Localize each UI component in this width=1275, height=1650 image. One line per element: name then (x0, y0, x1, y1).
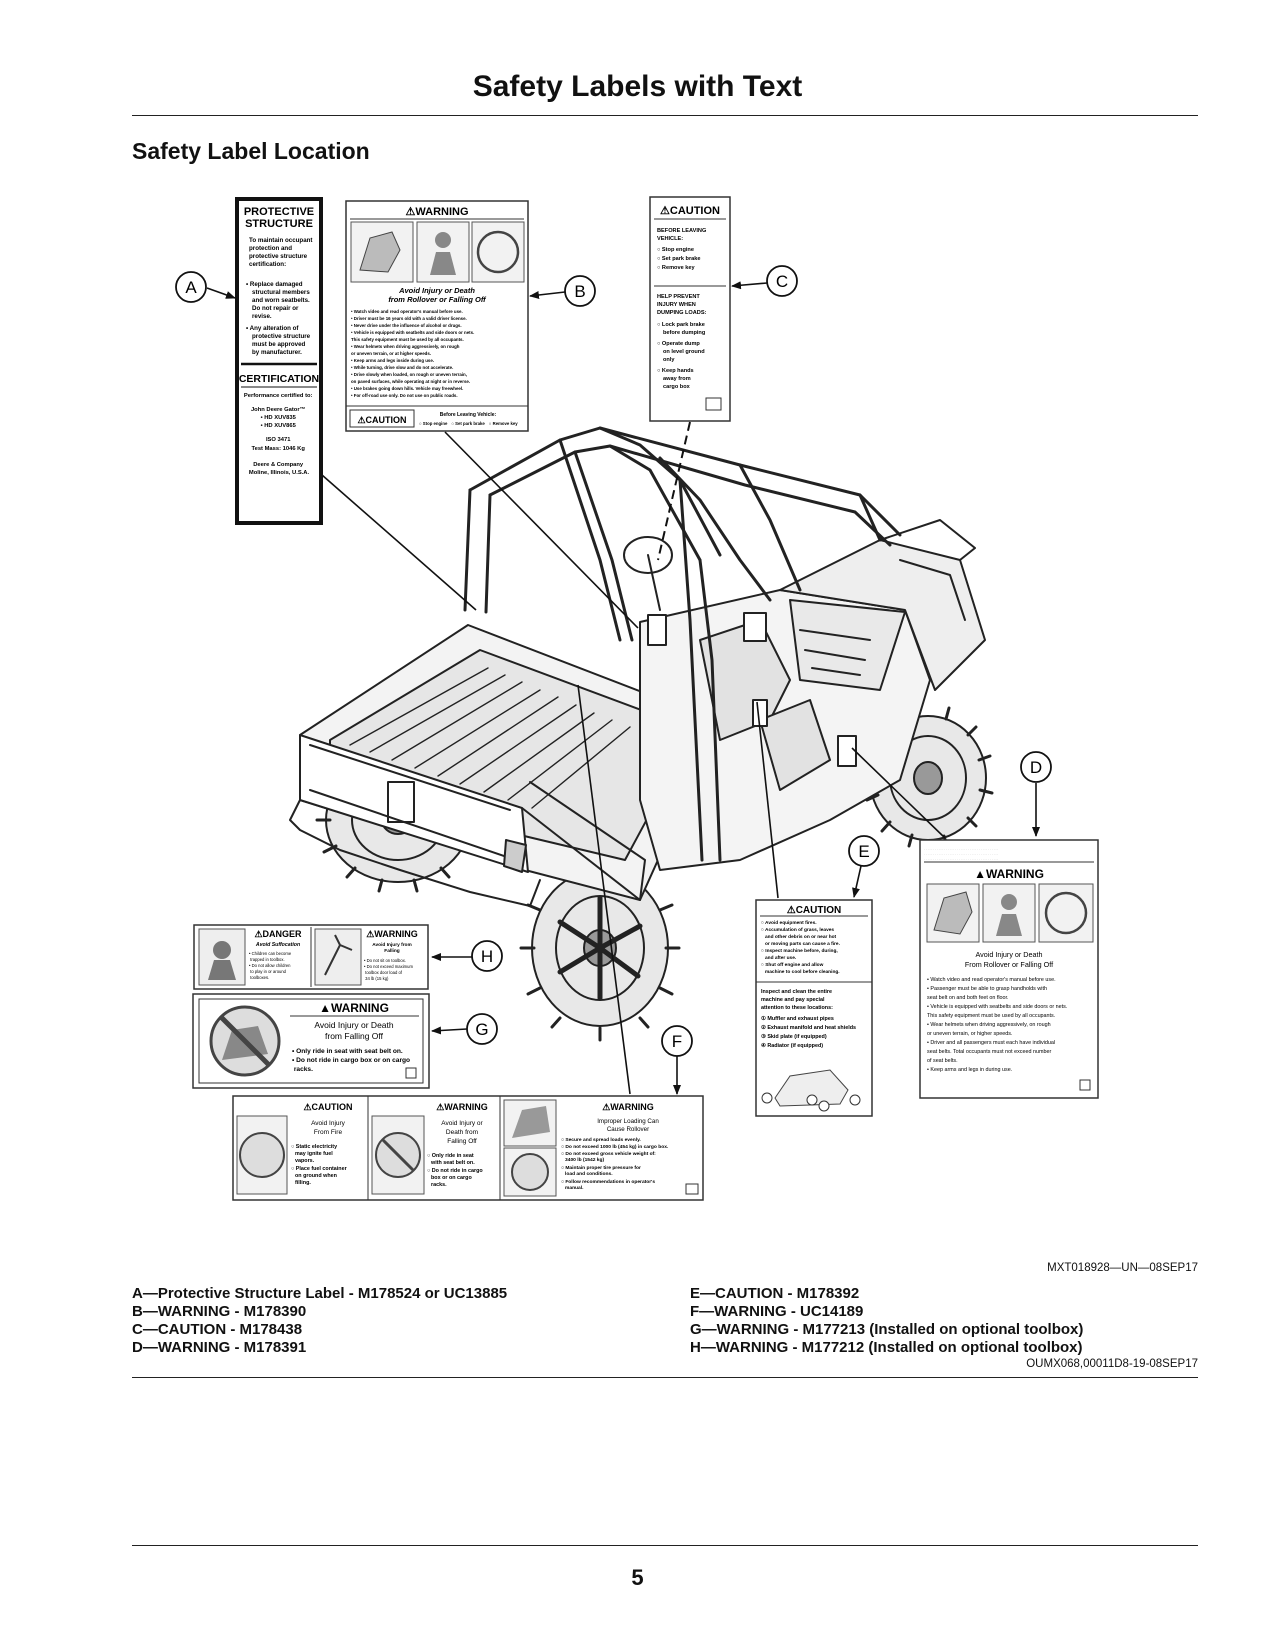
svg-text:⚠WARNING: ⚠WARNING (436, 1102, 488, 1112)
svg-text:⚠CAUTION: ⚠CAUTION (357, 415, 406, 425)
rollover-protective-structure (463, 426, 902, 862)
svg-text:• Only ride in seat with seat: • Only ride in seat with seat belt on.• … (292, 1048, 410, 1073)
rear-right-wheel (519, 854, 681, 1042)
svg-text:• Children can become trapped: • Children can become trapped in toolbox… (249, 951, 292, 980)
svg-text:G: G (475, 1020, 488, 1039)
callout-b: B (564, 275, 596, 307)
svg-text:F: F (672, 1032, 682, 1051)
callout-f: F (661, 1025, 693, 1057)
callout-h: H (471, 940, 503, 972)
section-title: Safety Label Location (132, 138, 370, 164)
label-e-caution-fire: ⚠CAUTION ○ Avoid equipment fires. ○ Accu… (755, 899, 873, 1117)
legend-item: B—WARNING - M178390 (132, 1303, 307, 1320)
callout-e: E (848, 835, 880, 867)
svg-text:⚠CAUTION: ⚠CAUTION (660, 205, 720, 217)
legend-left: A—Protective Structure Label - M178524 o… (132, 1285, 507, 1357)
figure-id: MXT018928—UN—08SEP17 (1047, 1262, 1198, 1274)
svg-text:H: H (481, 947, 493, 966)
callout-c: C (766, 265, 798, 297)
svg-text:⚠DANGER: ⚠DANGER (254, 929, 302, 939)
footer-rule (132, 1545, 1198, 1546)
page-title: Safety Labels with Text (472, 70, 803, 103)
legend-item: F—WARNING - UC14189 (690, 1303, 864, 1320)
svg-text:○ Avoid equipment fires.: ○ Avoid equipment fires. ○ Accumulation … (761, 920, 841, 975)
title-rule (132, 115, 1198, 116)
label-h-toolbox-warnings: ⚠DANGER Avoid Suffocation • Children can… (193, 924, 429, 990)
legend-item: G—WARNING - M177213 (Installed on option… (690, 1321, 1084, 1338)
legend-item: C—CAUTION - M178438 (132, 1321, 303, 1338)
svg-text:• Watch video and read operato: • Watch video and read operator's manual… (351, 309, 476, 398)
svg-text:○ Stop engine○ Set park brake○: ○ Stop engine○ Set park brake○ Remove ke… (419, 421, 518, 426)
svg-text:C: C (776, 272, 788, 291)
legend-item: E—CAUTION - M178392 (690, 1285, 860, 1302)
svg-text:⚠WARNING: ⚠WARNING (602, 1102, 654, 1112)
legend-right: E—CAUTION - M178392 F—WARNING - UC14189 … (690, 1285, 1083, 1357)
svg-text:• Watch video and read operato: • Watch video and read operator's manual… (927, 977, 1069, 1073)
svg-text:D: D (1030, 758, 1042, 777)
svg-text:▲WARNING: ▲WARNING (974, 867, 1044, 881)
label-d-warning-rollover: · · · · · · · · · · · · · · · · · · · · … (919, 839, 1099, 1099)
svg-text:Avoid Suffocation: Avoid Suffocation (255, 942, 300, 948)
callout-a: A (175, 271, 207, 303)
legend-item: A—Protective Structure Label - M178524 o… (132, 1285, 508, 1302)
page-number: 5 (631, 1565, 644, 1590)
svg-text:B: B (574, 282, 585, 301)
svg-text:⚠CAUTION: ⚠CAUTION (303, 1102, 352, 1112)
section-end-rule (132, 1377, 1198, 1378)
callout-d: D (1020, 751, 1052, 783)
svg-text:⚠CAUTION: ⚠CAUTION (787, 905, 842, 916)
legend-item: D—WARNING - M178391 (132, 1339, 307, 1356)
svg-text:E: E (858, 842, 869, 861)
callouts: A B C D E F G H (175, 265, 1052, 1057)
svg-text:A: A (185, 278, 197, 297)
leader-lines (206, 281, 1040, 1095)
label-a-cert-heading: CERTIFICATION (239, 373, 319, 385)
svg-text:⚠WARNING: ⚠WARNING (405, 206, 468, 218)
svg-text:Before Leaving Vehicle:: Before Leaving Vehicle: (440, 412, 497, 418)
svg-text:• Do not sit on toolbox.• Do n: • Do not sit on toolbox.• Do not exceed … (364, 958, 413, 981)
svg-text:○ Secure and spread loads even: ○ Secure and spread loads evenly. ○ Do n… (561, 1137, 670, 1191)
legend-item: H—WARNING - M177212 (Installed on option… (690, 1339, 1083, 1356)
svg-text:· · · · · · · · · · · · · · ·: · · · · · · · · · · · · · · · · · · · · … (924, 847, 999, 861)
document-reference: OUMX068,00011D8-19-08SEP17 (1026, 1358, 1198, 1370)
vehicle-illustration (289, 426, 994, 1042)
svg-text:⚠WARNING: ⚠WARNING (366, 929, 418, 939)
svg-text:Performance certified to:: Performance certified to: John Deere Gat… (244, 393, 314, 476)
svg-text:▲WARNING: ▲WARNING (319, 1001, 389, 1015)
callout-g: G (466, 1013, 498, 1045)
